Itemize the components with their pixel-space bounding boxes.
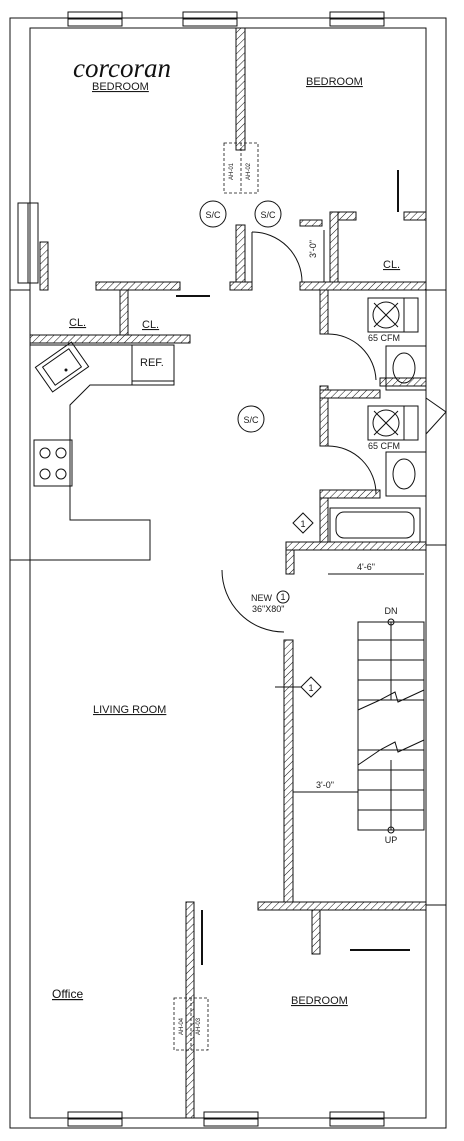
dimension-closet-door: 3'-0" bbox=[308, 240, 318, 258]
stair-down-label: DN bbox=[385, 606, 398, 616]
dimension-lines bbox=[293, 230, 424, 793]
room-label-closet-left-2: CL. bbox=[142, 319, 159, 331]
smoke-co-label: S/C bbox=[260, 210, 276, 220]
room-label-living-room: LIVING ROOM bbox=[93, 704, 166, 716]
smoke-co-label: S/C bbox=[205, 210, 221, 220]
dimension-bath-width: 4'-6" bbox=[357, 562, 375, 572]
kitchen-sink bbox=[34, 341, 90, 393]
room-label-bedroom-bottom: BEDROOM bbox=[291, 995, 348, 1007]
air-handler-label-ah03: AH-03 bbox=[196, 1017, 202, 1035]
smoke-co-detector-3: S/C bbox=[237, 405, 265, 433]
room-label-closet-top-right: CL. bbox=[383, 259, 400, 271]
dimension-stair-width: 3'-0" bbox=[316, 780, 334, 790]
room-label-bedroom-top-right: BEDROOM bbox=[306, 76, 363, 88]
smoke-co-label: S/C bbox=[243, 415, 259, 425]
new-door-label: NEW bbox=[251, 593, 273, 603]
air-handler-boxes bbox=[173, 142, 259, 1051]
smoke-co-detector-1: S/C bbox=[199, 200, 227, 228]
interior-walls bbox=[29, 27, 427, 1119]
keynote-marker-1: 1 bbox=[292, 512, 314, 534]
stair-up-label: UP bbox=[385, 835, 398, 845]
smoke-co-detector-2: S/C bbox=[254, 200, 282, 228]
windows bbox=[17, 11, 385, 1127]
exhaust-fan-label-2: 65 CFM bbox=[368, 441, 400, 451]
stairs bbox=[357, 618, 425, 834]
exhaust-fan-label-1: 65 CFM bbox=[368, 333, 400, 343]
keynote-number: 1 bbox=[308, 683, 313, 693]
room-label-office: Office bbox=[52, 987, 83, 1001]
air-handler-label-ah01: AH-01 bbox=[229, 162, 235, 180]
new-door-size: 36"X80" bbox=[252, 604, 284, 614]
exterior-walls bbox=[9, 17, 447, 1129]
bath-fixtures bbox=[329, 297, 447, 543]
keynote-marker-2: 1 bbox=[275, 676, 322, 698]
new-door-callout: NEW 1 36"X80" bbox=[251, 590, 290, 614]
brand-logo: corcoran bbox=[73, 53, 171, 83]
air-handler-label-ah02: AH-02 bbox=[246, 162, 252, 180]
air-handler-label-ah04: AH-04 bbox=[179, 1017, 185, 1035]
stove bbox=[33, 439, 73, 487]
keynote-number: 1 bbox=[300, 519, 305, 529]
room-label-refrigerator: REF. bbox=[140, 357, 164, 369]
room-label-closet-left-1: CL. bbox=[69, 317, 86, 329]
room-label-bedroom-top-left: BEDROOM bbox=[92, 81, 149, 93]
door-tag-number: 1 bbox=[280, 592, 285, 602]
kitchen-counter bbox=[30, 341, 175, 561]
doors bbox=[176, 170, 410, 965]
